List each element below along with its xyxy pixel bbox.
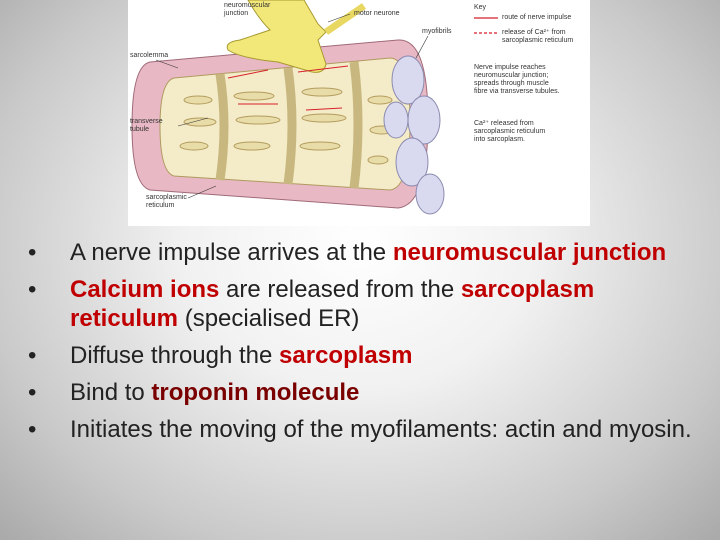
bullet-text: Diffuse through the xyxy=(70,342,280,369)
bullet-item-myofilaments: • Initiates the moving of the myofilamen… xyxy=(28,415,708,444)
bullet-marker: • xyxy=(28,239,37,266)
label-motor-neurone: motor neurone xyxy=(354,10,400,17)
bullet-text: Initiates the moving of the myofilaments… xyxy=(70,416,692,443)
bullet-marker: • xyxy=(28,416,37,443)
bullet-item-diffuse: • Diffuse through the sarcoplasm xyxy=(28,341,708,370)
highlight-term: troponin molecule xyxy=(151,379,360,406)
label-sarcolemma: sarcolemma xyxy=(130,52,169,59)
bullet-item-troponin: • Bind to troponin molecule xyxy=(28,378,708,407)
bullet-item-calcium-ions: • Calcium ions are released from the sar… xyxy=(28,275,708,333)
bullet-marker: • xyxy=(28,276,37,303)
label-sarcoplasmic-reticulum: sarcoplasmic reticulum xyxy=(146,194,187,209)
bullet-list: • A nerve impulse arrives at the neuromu… xyxy=(28,238,708,452)
key-item-impulse-route: route of nerve impulse xyxy=(502,14,572,21)
label-neuromuscular-junction: neuromuscular junction xyxy=(224,2,271,17)
bullet-text: are released from the xyxy=(219,276,461,303)
highlight-term: sarcoplasm xyxy=(279,342,413,369)
bullet-marker: • xyxy=(28,379,37,406)
bullet-item-nerve-impulse: • A nerve impulse arrives at the neuromu… xyxy=(28,238,708,267)
highlight-term-2: sarcoplasm reticulum xyxy=(70,276,595,332)
key-note-calcium: Ca²⁺ released from sarcoplasmic reticulu… xyxy=(474,120,546,143)
bullet-text: Bind to xyxy=(70,379,152,406)
highlight-term: neuromuscular junction xyxy=(392,239,667,266)
muscle-fibre-diagram: neuromuscular junction motor neurone myo… xyxy=(128,0,590,226)
label-transverse-tubule: transverse tubule xyxy=(130,118,163,133)
highlight-term: Calcium ions xyxy=(70,276,220,303)
muscle-fibre-illustration xyxy=(131,0,498,215)
label-myofibrils: myofibrils xyxy=(422,28,452,35)
bullet-marker: • xyxy=(28,342,37,369)
bullet-text: A nerve impulse arrives at the xyxy=(70,239,393,266)
key-item-calcium-release: release of Ca²⁺ from sarcoplasmic reticu… xyxy=(502,29,574,44)
bullet-text-2: (specialised ER) xyxy=(178,305,360,332)
key-title: Key xyxy=(474,4,487,11)
key-note-impulse: Nerve impulse reaches neuromuscular junc… xyxy=(474,64,560,95)
